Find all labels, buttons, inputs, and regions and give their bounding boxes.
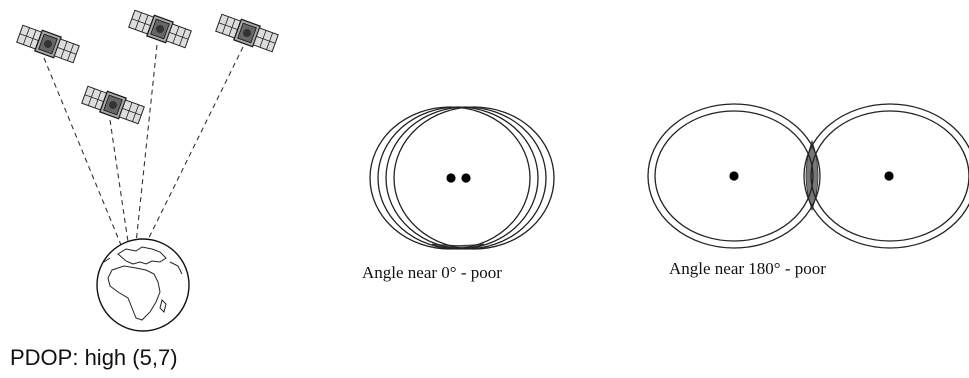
satellite-icon <box>81 84 145 125</box>
satellite-icon <box>128 8 192 49</box>
angle-180-panel: Angle near 180° - poor <box>648 104 969 278</box>
signal-lines <box>44 45 243 262</box>
signal-line <box>134 45 157 262</box>
satellite-dot <box>884 171 893 180</box>
satellite-icon <box>16 23 80 64</box>
angle-zero-panel: Angle near 0° - poor <box>362 107 554 282</box>
angle-zero-caption: Angle near 0° - poor <box>362 263 502 282</box>
earth-globe-icon <box>97 239 189 331</box>
pdop-caption: PDOP: high (5,7) <box>10 345 178 370</box>
satellite-dot <box>446 173 455 182</box>
range-circle <box>378 107 538 249</box>
satellite-dot <box>729 171 738 180</box>
signal-line <box>110 120 131 262</box>
satellite-dot <box>461 173 470 182</box>
satellite-geometry-panel: PDOP: high (5,7) <box>10 8 279 370</box>
satellite-icon <box>215 12 279 53</box>
signal-line <box>137 47 243 262</box>
angle-180-caption: Angle near 180° - poor <box>669 259 826 278</box>
